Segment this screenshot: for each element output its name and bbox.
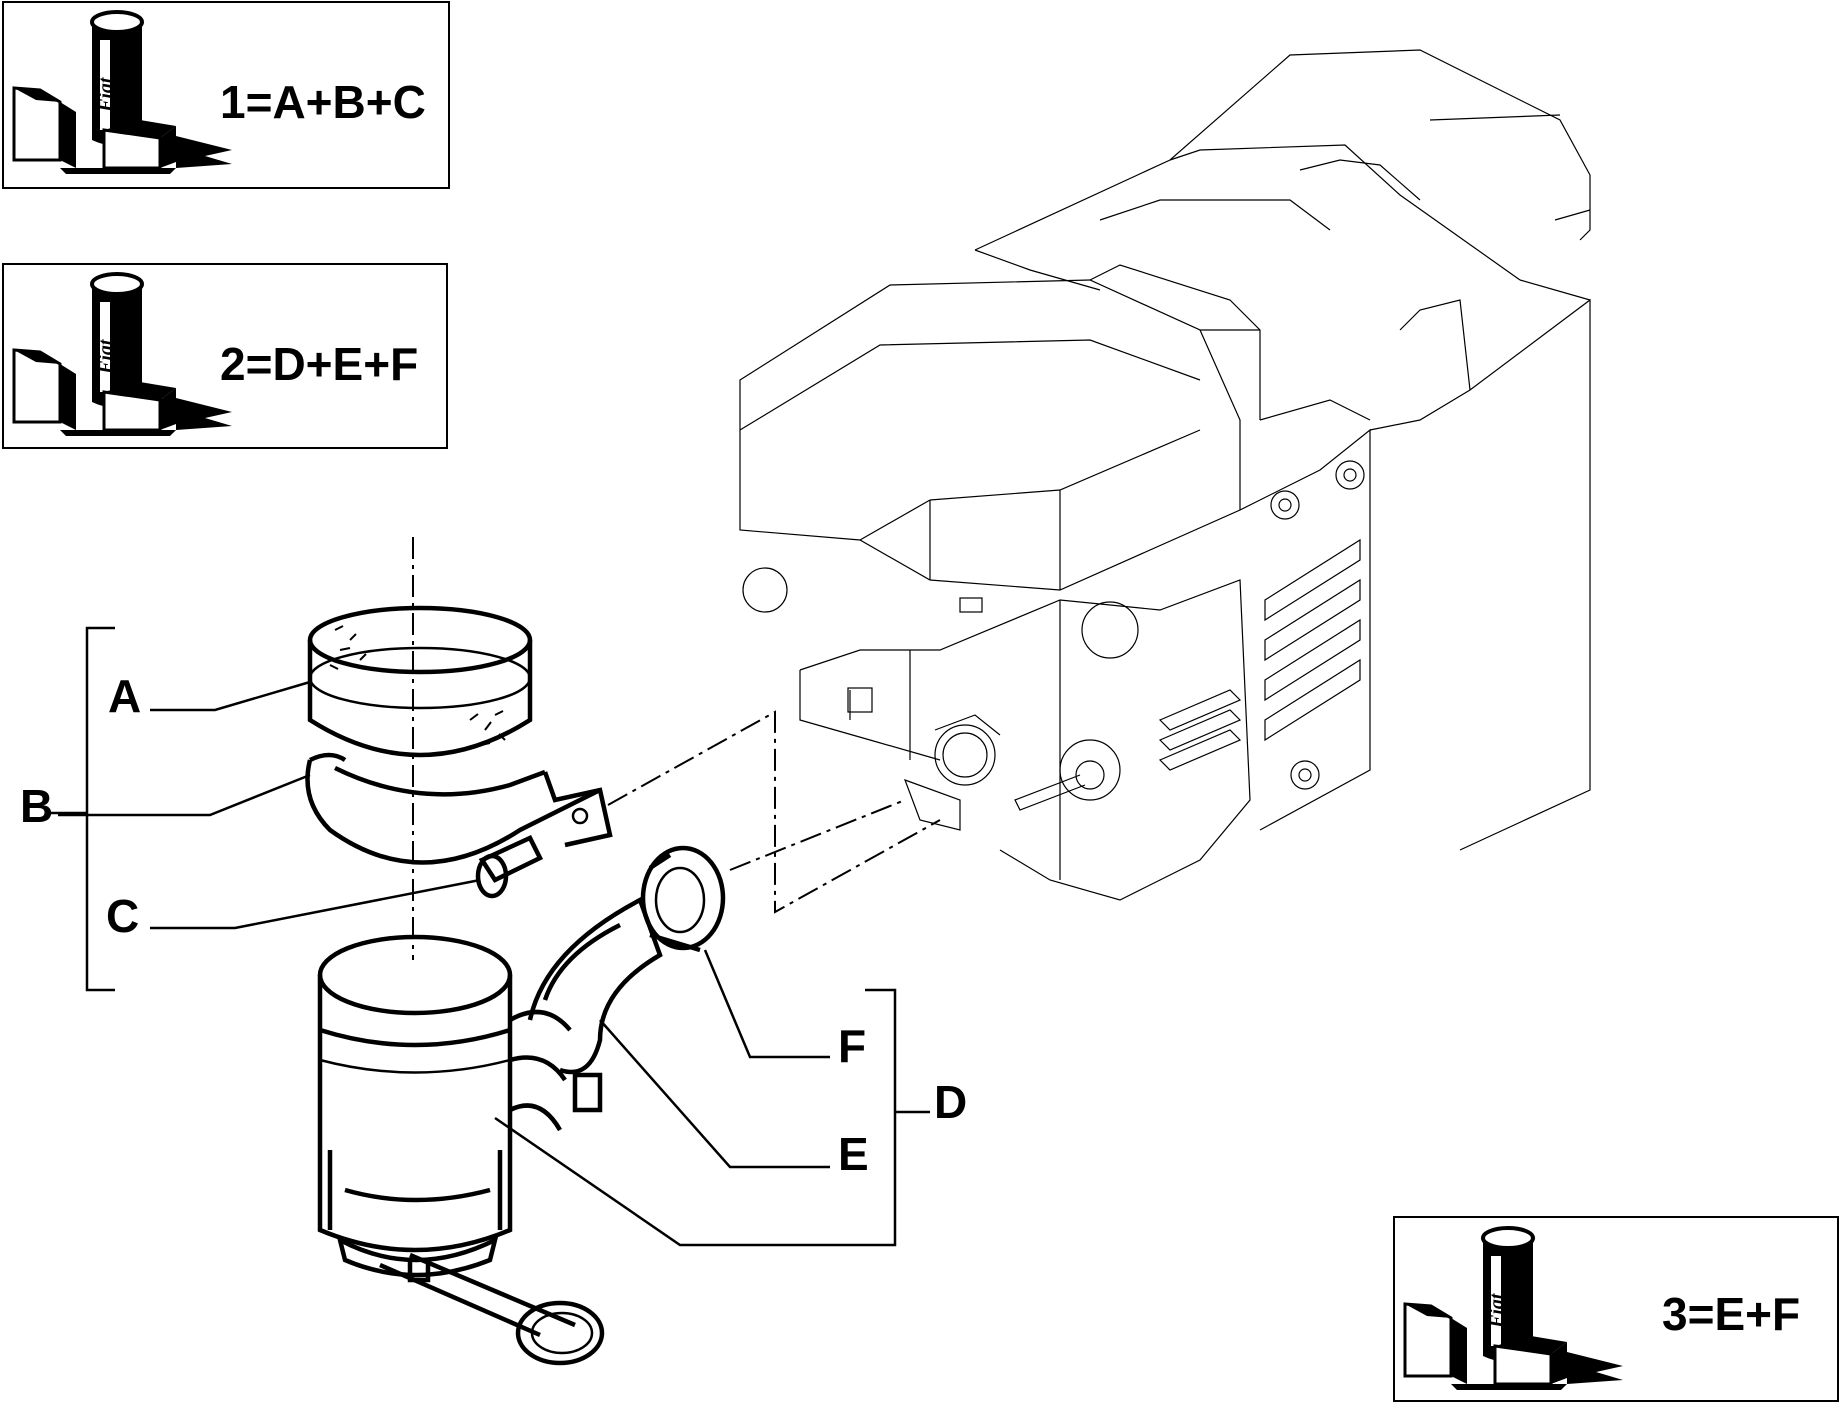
part-d-pump (317, 934, 605, 1366)
kit-box-2: Fiat 2=D+E+F (2, 263, 448, 449)
kit-formula-3: 3=E+F (1662, 1288, 1800, 1340)
leader-lines (48, 626, 930, 1247)
callout-d: D (934, 1076, 967, 1128)
kit-formula-1: 1=A+B+C (220, 76, 426, 128)
kit-brand-text: Fiat (1486, 1292, 1508, 1329)
part-c-screw (475, 835, 544, 899)
callout-a: A (108, 670, 141, 722)
kit-box-1: Fiat 1=A+B+C (2, 1, 450, 189)
part-f-collar (640, 845, 726, 953)
part-a-sleeve (307, 605, 533, 758)
callout-e: E (838, 1128, 869, 1180)
part-e-hose (527, 896, 663, 1075)
kit-formula-2: 2=D+E+F (220, 338, 418, 390)
assembly-guide-lines (412, 537, 941, 960)
kit-box-3: Fiat 3=E+F (1393, 1216, 1839, 1402)
callout-b: B (20, 780, 53, 832)
callout-c: C (106, 890, 139, 942)
part-b-clamp (305, 752, 613, 865)
kit-brand-text: Fiat (95, 338, 117, 375)
kit-brand-text: Fiat (95, 76, 117, 113)
callout-labels: A B C D E F (20, 670, 967, 1180)
callout-f: F (838, 1020, 866, 1072)
heater-unit-drawing (739, 49, 1591, 901)
